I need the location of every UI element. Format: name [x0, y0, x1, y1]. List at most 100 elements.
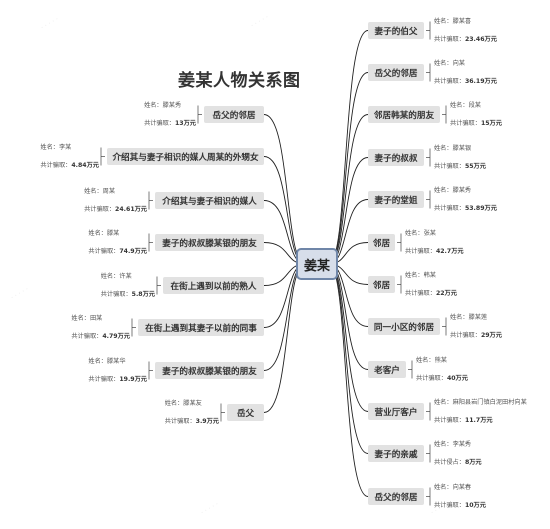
- detail-key: 共计骗取：: [405, 247, 436, 255]
- right-node-7-details: 姓名：滕某莲共计骗取：29万元: [450, 309, 502, 345]
- detail-value: 55万元: [464, 162, 486, 170]
- detail-value: 23.46万元: [464, 35, 497, 43]
- left-node-2: 介绍其与妻子相识的媒人: [155, 192, 264, 209]
- detail-row: 姓名：滕某莲: [450, 309, 502, 327]
- detail-key: 共计骗取：: [434, 204, 465, 212]
- detail-value: 滕某莲: [468, 313, 488, 321]
- detail-value: 24.61万元: [115, 205, 147, 213]
- detail-key: 姓名：: [434, 144, 453, 152]
- detail-key: 共计骗取：: [434, 77, 465, 85]
- right-node-10: 妻子的亲戚: [368, 445, 424, 462]
- detail-value: 53.89万元: [464, 204, 497, 212]
- detail-value: 许某: [119, 272, 132, 280]
- right-node-9-details: 姓名：麻阳县岩门镇白泥田村向某共计骗取：11.7万元: [434, 394, 527, 430]
- right-node-4: 妻子的堂姐: [368, 191, 424, 208]
- detail-row: 姓名：滕某秀: [144, 97, 196, 115]
- detail-key: 姓名：: [434, 59, 453, 67]
- detail-value: 滕某友: [183, 399, 202, 407]
- detail-value: 李某秀: [452, 440, 472, 448]
- detail-row: 姓名：周某: [84, 183, 147, 201]
- detail-value: 韩某: [423, 271, 436, 279]
- detail-key: 共计骗取：: [434, 416, 465, 424]
- left-node-7-details: 姓名：滕某友共计骗取：3.9万元: [165, 395, 219, 431]
- center-node: 姜某: [296, 248, 338, 280]
- right-node-3: 妻子的叔叔: [368, 149, 424, 166]
- detail-row: 姓名：田某: [71, 310, 130, 328]
- right-node-4-details: 姓名：滕某秀共计骗取：53.89万元: [434, 182, 497, 218]
- detail-key: 姓名：: [434, 398, 453, 406]
- right-node-8: 老客户: [368, 361, 406, 378]
- detail-value: 22万元: [435, 289, 457, 297]
- detail-row: 姓名：滕某喜: [434, 13, 497, 31]
- detail-value: 13万元: [175, 119, 196, 127]
- detail-row: 共计骗取：10万元: [434, 497, 486, 515]
- detail-key: 姓名：: [416, 356, 435, 364]
- connector-line: [263, 263, 306, 413]
- detail-row: 共计骗取：24.61万元: [84, 201, 147, 219]
- right-node-11-details: 姓名：向某春共计骗取：10万元: [434, 479, 486, 515]
- detail-value: 滕某华: [106, 357, 126, 365]
- detail-key: 共计骗取：: [88, 247, 120, 255]
- detail-key: 共计骗取：: [450, 119, 481, 127]
- detail-value: 74.9万元: [119, 247, 147, 255]
- detail-key: 姓名：: [40, 143, 59, 151]
- detail-row: 共计骗取：42.7万元: [405, 243, 464, 261]
- detail-value: 滕某秀: [452, 186, 472, 194]
- right-node-5: 邻居: [368, 234, 395, 251]
- left-node-7: 岳父: [227, 404, 264, 421]
- right-node-1-details: 姓名：向某共计骗取：36.19万元: [434, 55, 497, 91]
- detail-value: 5.8万元: [131, 290, 155, 298]
- detail-row: 姓名：滕某华: [88, 353, 147, 371]
- right-node-2-details: 姓名：段某共计骗取：15万元: [450, 97, 502, 133]
- detail-row: 共计骗取：22万元: [405, 285, 457, 303]
- detail-value: 4.84万元: [71, 161, 99, 169]
- detail-key: 姓名：: [84, 187, 103, 195]
- diagram-title: 姜某人物关系图: [178, 71, 301, 91]
- detail-row: 共计骗取：53.89万元: [434, 200, 497, 218]
- detail-key: 共计骗取：: [84, 205, 116, 213]
- detail-key: 姓名：: [71, 314, 90, 322]
- detail-value: 3.9万元: [195, 417, 219, 425]
- detail-value: 段某: [468, 101, 481, 109]
- right-node-7: 同一小区的邻居: [368, 318, 440, 335]
- right-node-0: 妻子的伯父: [368, 22, 424, 39]
- detail-value: 19.9万元: [119, 375, 147, 383]
- detail-key: 姓名：: [88, 229, 107, 237]
- detail-key: 姓名：: [434, 440, 453, 448]
- detail-row: 共计骗取：40万元: [416, 370, 468, 388]
- left-node-3-details: 姓名：滕某共计骗取：74.9万元: [88, 225, 147, 261]
- right-node-8-details: 姓名：熊某共计骗取：40万元: [416, 352, 468, 388]
- detail-value: 张某: [423, 229, 436, 237]
- detail-row: 姓名：张某: [405, 225, 464, 243]
- detail-key: 姓名：: [450, 101, 469, 109]
- right-node-6-details: 姓名：韩某共计骗取：22万元: [405, 267, 457, 303]
- connector-line: [328, 263, 369, 412]
- left-node-3: 妻子的叔叔滕某银的朋友: [155, 234, 264, 251]
- detail-value: 42.7万元: [435, 247, 464, 255]
- left-node-4: 在街上遇到以前的熟人: [163, 277, 264, 294]
- detail-value: 4.79万元: [102, 332, 130, 340]
- detail-key: 姓名：: [450, 313, 469, 321]
- detail-key: 姓名：: [405, 271, 424, 279]
- left-node-2-details: 姓名：周某共计骗取：24.61万元: [84, 183, 147, 219]
- detail-value: 滕某银: [452, 144, 472, 152]
- left-node-6: 妻子的叔叔滕某银的朋友: [155, 362, 264, 379]
- detail-row: 共计骗取：19.9万元: [88, 371, 147, 389]
- detail-value: 向某春: [452, 483, 472, 491]
- detail-value: 滕某: [106, 229, 120, 237]
- left-node-4-details: 姓名：许某共计骗取：5.8万元: [101, 268, 155, 304]
- right-node-11: 岳父的邻居: [368, 488, 424, 505]
- detail-row: 姓名：李某秀: [434, 436, 482, 454]
- right-node-6: 邻居: [368, 276, 395, 293]
- detail-value: 滕某秀: [162, 101, 182, 109]
- left-node-5-details: 姓名：田某共计骗取：4.79万元: [71, 310, 130, 346]
- detail-row: 姓名：李某: [40, 139, 99, 157]
- detail-key: 共计骗取：: [164, 417, 196, 425]
- right-node-10-details: 姓名：李某秀共计侵占：8万元: [434, 436, 482, 472]
- detail-key: 共计骗取：: [88, 375, 120, 383]
- detail-key: 共计骗取：: [405, 289, 436, 297]
- detail-row: 姓名：滕某秀: [434, 182, 497, 200]
- detail-key: 共计骗取：: [416, 374, 447, 382]
- detail-value: 滕某喜: [452, 17, 472, 25]
- detail-value: 8万元: [464, 458, 482, 466]
